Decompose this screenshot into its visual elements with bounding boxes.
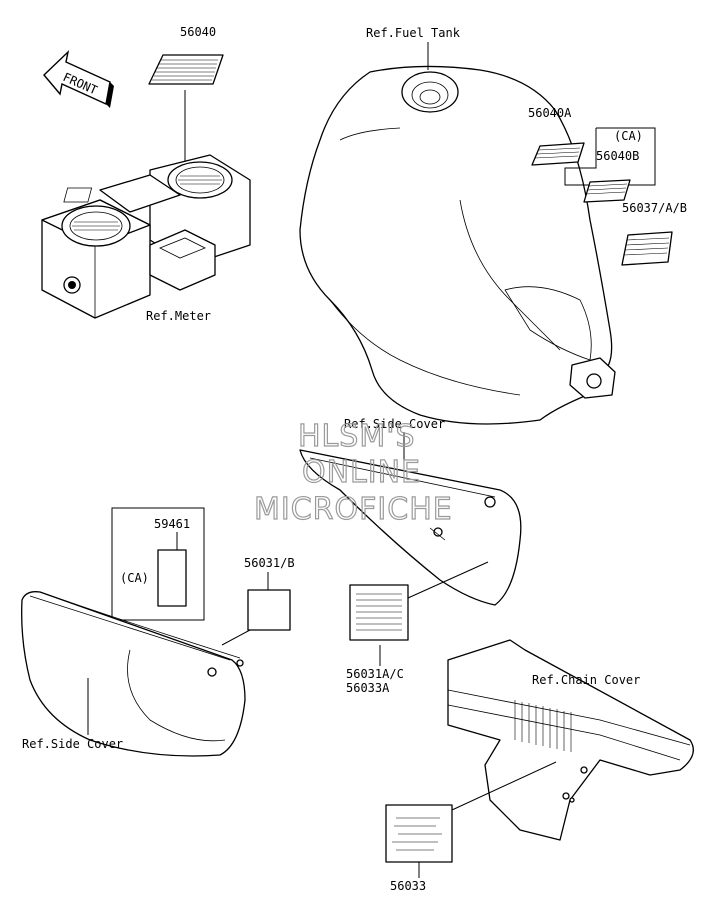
label-ref-side-cover-top: Ref.Side Cover [344, 417, 445, 431]
label-ref-fuel-tank: Ref.Fuel Tank [366, 26, 461, 40]
label-56040b: 56040B [596, 149, 639, 163]
chain-cover [447, 639, 694, 841]
label-ref-chain-cover: Ref.Chain Cover [532, 673, 640, 687]
decal-56033 [385, 804, 453, 863]
side-cover-right [299, 449, 522, 606]
meter-assembly [41, 154, 251, 319]
label-56040: 56040 [180, 25, 216, 39]
label-56033: 56033 [390, 879, 426, 893]
label-56037: 56037/A/B [622, 201, 687, 215]
label-59461: 59461 [154, 517, 190, 531]
ca-bracket-top [564, 127, 656, 186]
label-56031b: 56031/B [244, 556, 295, 570]
label-ca-left: (CA) [120, 571, 149, 585]
label-56040a: 56040A [528, 106, 572, 120]
decal-56031b [247, 589, 291, 631]
side-cover-left [21, 591, 246, 757]
label-ref-meter: Ref.Meter [146, 309, 211, 323]
decal-56040b [583, 179, 631, 203]
ca-box-left [111, 507, 205, 621]
fuel-tank [299, 65, 616, 425]
watermark-line2: ONLINE [302, 455, 421, 490]
label-56033a: 56033A [346, 681, 390, 695]
label-ca-top: (CA) [614, 129, 643, 143]
label-56031ac: 56031A/C [346, 667, 404, 681]
watermark-line3: MICROFICHE [254, 492, 453, 527]
front-arrow-icon: FRONT [43, 49, 114, 108]
decal-56037 [621, 231, 673, 266]
decal-56031ac [349, 584, 409, 641]
decal-56040 [148, 54, 224, 85]
decal-59461 [157, 549, 187, 607]
label-ref-side-cover-left: Ref.Side Cover [22, 737, 123, 751]
watermark-line1: HLSM'S [298, 419, 416, 454]
